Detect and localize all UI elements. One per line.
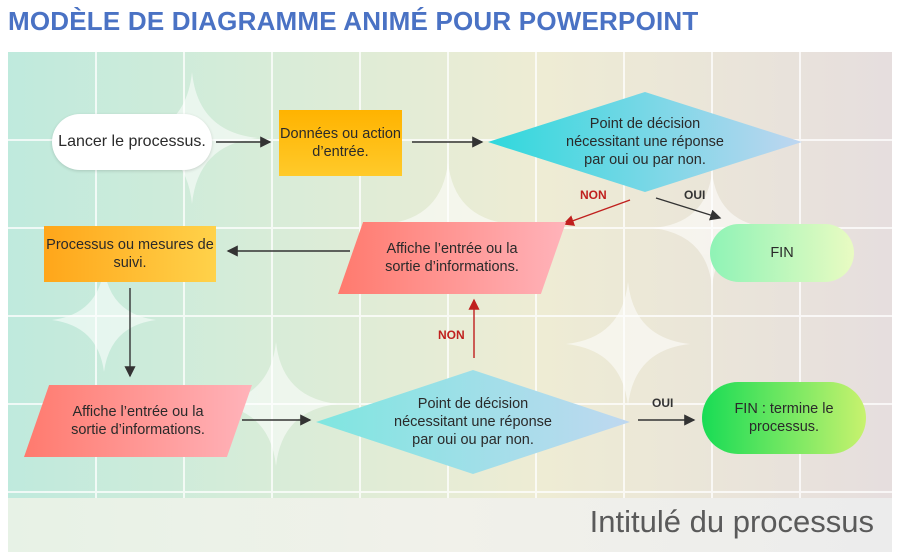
input-node: Données ou action d’entrée. — [279, 110, 402, 176]
process-node-label: Processus ou mesures de suivi. — [46, 237, 214, 271]
footer-band — [8, 498, 892, 552]
yes-label-2: OUI — [652, 396, 674, 410]
arrow-decision1-no — [562, 199, 631, 226]
start-node-label: Lancer le processus. — [58, 133, 206, 150]
decision-node-2-label: Point de décision nécessitant une répons… — [394, 396, 552, 448]
input-node-label: Données ou action d’entrée. — [280, 126, 401, 160]
end-node-1: FIN — [710, 224, 854, 282]
output-node-2: Affiche l’entrée ou la sortie d’informat… — [24, 385, 252, 457]
yes-label-1: OUI — [684, 188, 706, 202]
page-title: MODÈLE DE DIAGRAMME ANIMÉ POUR POWERPOIN… — [8, 6, 699, 36]
start-node: Lancer le processus. — [52, 114, 212, 170]
arrow-decision1-yes — [655, 197, 722, 221]
diagram-canvas: Lancer le processus. Données ou action d… — [8, 52, 892, 552]
end-node-2-label: FIN : termine le processus. — [734, 401, 834, 435]
no-label-1: NON — [580, 188, 607, 202]
output-node-2-label: Affiche l’entrée ou la sortie d’informat… — [71, 404, 205, 438]
output-node-1-label: Affiche l’entrée ou la sortie d’informat… — [385, 241, 519, 275]
decision-node-1-label: Point de décision nécessitant une répons… — [566, 116, 724, 168]
end-node-2: FIN : termine le processus. — [702, 382, 866, 454]
process-node: Processus ou mesures de suivi. — [44, 226, 216, 282]
no-label-2: NON — [438, 328, 465, 342]
output-node-1: Affiche l’entrée ou la sortie d’informat… — [338, 222, 566, 294]
connector-arrows — [124, 136, 722, 426]
process-title: Intitulé du processus — [589, 504, 874, 539]
end-node-1-label: FIN — [770, 245, 794, 261]
